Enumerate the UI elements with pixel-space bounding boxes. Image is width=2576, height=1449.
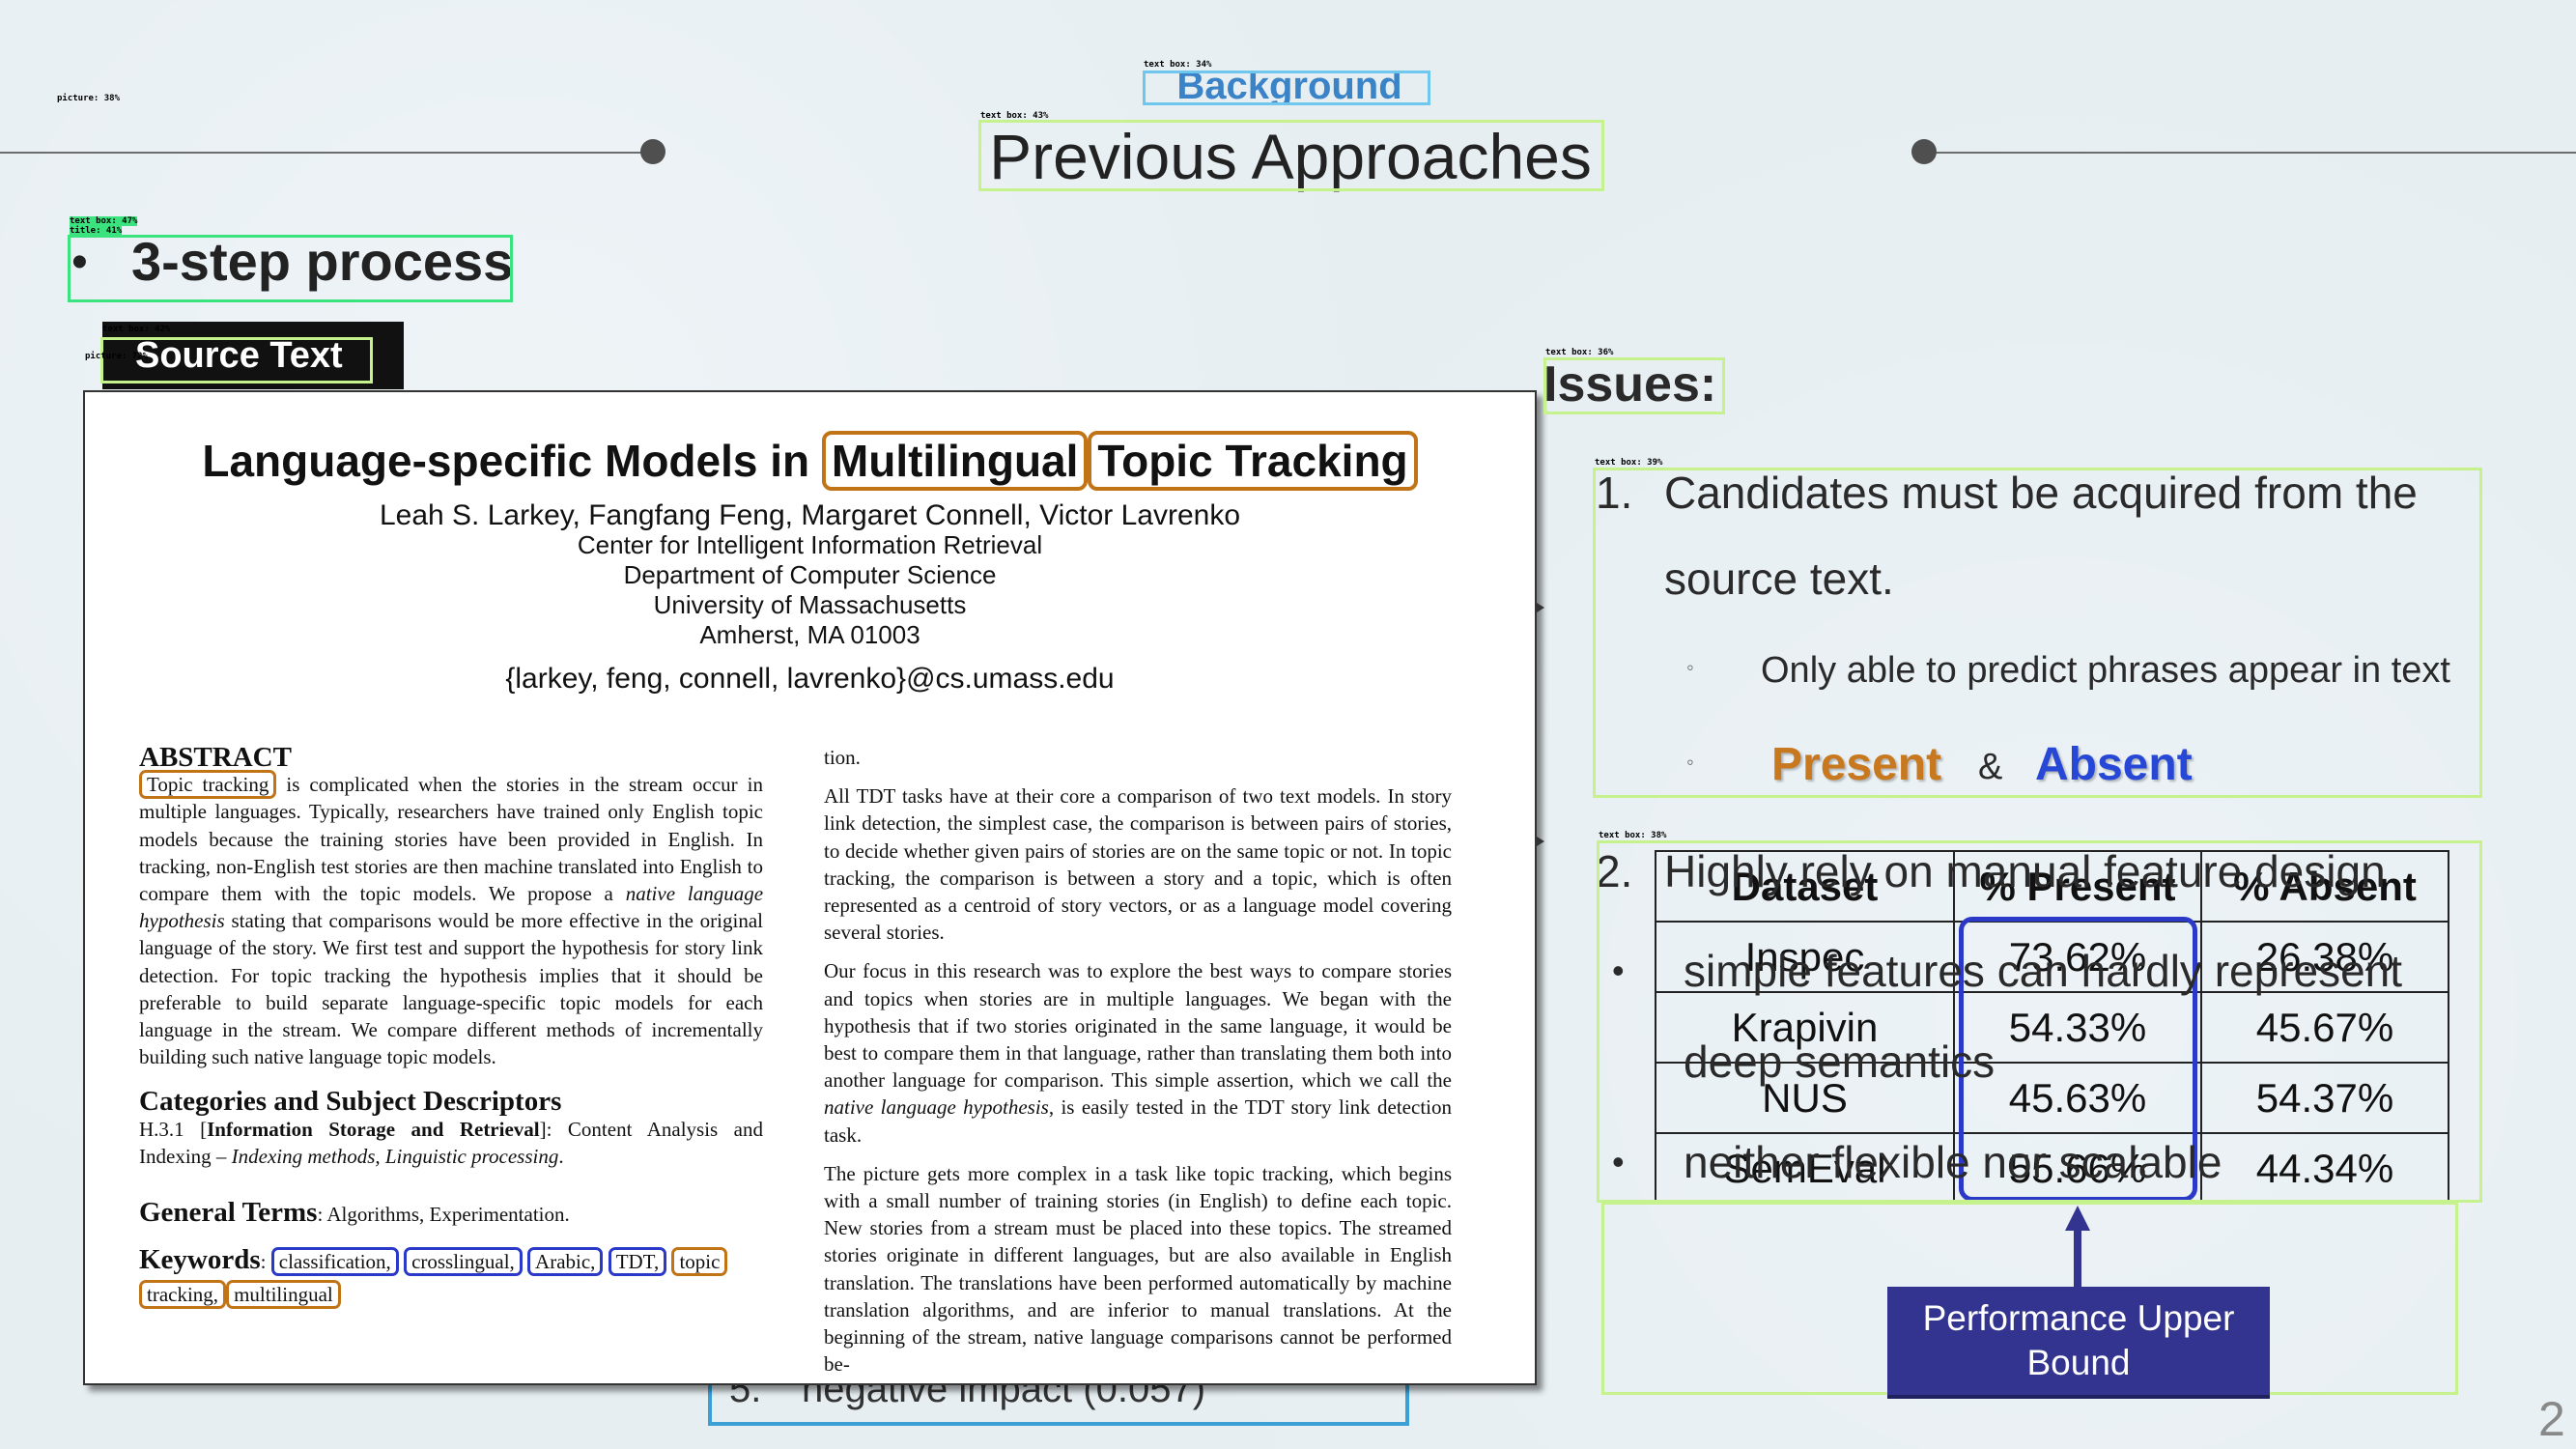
- table-header: % Present: [1953, 850, 2202, 923]
- detection-tag-issue-2: text box: 38%: [1599, 831, 1667, 840]
- issue-1-sub1: Only able to predict phrases appear in t…: [1761, 650, 2450, 691]
- connector-mark: [1537, 837, 1544, 846]
- issue-2-bullet-a-line2: deep semantics: [1684, 1037, 1996, 1087]
- detection-tag-section: text box: 34%: [1144, 60, 1212, 70]
- step-bullet: •: [71, 237, 88, 288]
- keyword-crosslingual: crosslingual,: [404, 1247, 523, 1277]
- detection-box-step: [68, 235, 513, 302]
- detection-box-issues: [1543, 357, 1725, 414]
- issue-1-sub2-bullet: ◦: [1686, 750, 1694, 774]
- detection-tag-title: text box: 43%: [980, 111, 1049, 121]
- issue-2-text: Highly rely on manual feature design: [1664, 846, 2386, 896]
- abstract-heading: ABSTRACT: [139, 742, 292, 773]
- issue-2-bullet-a-mark: •: [1612, 951, 1625, 990]
- absent-label: Absent: [2035, 739, 2193, 790]
- paper-left-column: ABSTRACT Topic tracking is complicated w…: [139, 742, 763, 1311]
- present-column-highlight: [1959, 917, 2197, 1202]
- callout-arrow-head: [2065, 1206, 2090, 1231]
- categories-body: H.3.1 [Information Storage and Retrieval…: [139, 1117, 763, 1168]
- present-label: Present: [1771, 739, 1942, 790]
- issue-1-sub1-bullet: ◦: [1686, 655, 1694, 679]
- issues-heading: Issues:: [1543, 356, 1717, 412]
- detection-tag-issues: text box: 36%: [1545, 348, 1614, 357]
- paper-title-keyword-multilingual: Multilingual: [821, 431, 1089, 491]
- paper-affiliation: University of Massachusetts: [653, 590, 967, 619]
- paper-affiliation: Department of Computer Science: [623, 560, 997, 589]
- paper-title: Language-specific Models in Multilingual…: [85, 431, 1535, 491]
- keyword-arabic: Arabic,: [527, 1247, 604, 1277]
- detection-tag-picture: picture: 38%: [57, 94, 121, 103]
- detection-tag-step-title: title: 41%: [70, 226, 123, 236]
- issue-1-line1: Candidates must be acquired from the: [1664, 468, 2418, 518]
- paper-title-keyword-topic-tracking: Topic Tracking: [1088, 431, 1418, 491]
- source-text-label-text: Source Text: [135, 335, 343, 376]
- callout-arrow-shaft: [2074, 1227, 2081, 1287]
- keyword-classification: classification,: [270, 1247, 399, 1277]
- detection-tag-step: text box: 47%: [70, 216, 138, 226]
- detection-box-issue-2: [1597, 840, 2482, 1203]
- paper-right-column: tion. All TDT tasks have at their core a…: [824, 746, 1452, 1377]
- issue-1-line2: source text.: [1664, 554, 1894, 604]
- paper-authors: Leah S. Larkey, Fangfang Feng, Margaret …: [379, 499, 1241, 531]
- detection-box-source: [100, 337, 373, 384]
- keyword-multilingual: multilingual: [226, 1280, 341, 1310]
- detection-box-section: [1143, 71, 1430, 105]
- paper-title-part: Language-specific Models in: [202, 436, 810, 486]
- paper-affiliation: Center for Intelligent Information Retri…: [577, 530, 1043, 559]
- table-header: Dataset: [1655, 850, 1955, 923]
- page-number: 2: [2538, 1392, 2565, 1446]
- paper-authors-block: Leah S. Larkey, Fangfang Feng, Margaret …: [85, 500, 1535, 650]
- header-rule-left: [0, 152, 653, 154]
- page-title: Previous Approaches: [989, 121, 1592, 192]
- detection-box-title: [978, 120, 1604, 191]
- keyword-tracking: tracking,: [139, 1280, 227, 1310]
- general-terms: General Terms: Algorithms, Experimentati…: [139, 1197, 570, 1229]
- performance-callout-text: Performance Upper Bound: [1922, 1298, 2235, 1382]
- header-rule-right-dot: [1911, 139, 1937, 164]
- connector-mark: [1537, 603, 1544, 612]
- issue-2-bullet-a-line1: simple features can hardly represent: [1684, 946, 2403, 996]
- detection-tag-issue-1: text box: 39%: [1595, 458, 1663, 468]
- abstract-body: Topic tracking is complicated when the s…: [139, 770, 763, 1070]
- paper-affiliation: Amherst, MA 01003: [699, 620, 920, 649]
- issue-2-number: 2.: [1596, 846, 1633, 896]
- categories-heading: Categories and Subject Descriptors: [139, 1086, 562, 1118]
- table-header: % Absent: [2200, 850, 2449, 923]
- issue-2-bullet-b: neither flexible nor scalable: [1684, 1137, 2222, 1187]
- detection-box-issue-1: [1593, 468, 2482, 798]
- header-rule-left-dot: [640, 139, 665, 164]
- detection-tag-picture2: picture: 72%: [85, 352, 149, 361]
- keyword-topic: topic: [671, 1247, 728, 1277]
- detection-tag-source: text box: 42%: [102, 325, 171, 334]
- issue-2-bullet-b-mark: •: [1612, 1142, 1625, 1181]
- ampersand: &: [1978, 747, 2003, 787]
- source-text-label: [102, 322, 404, 389]
- abstract-keyword: Topic tracking: [139, 770, 277, 800]
- header-rule-right: [1923, 152, 2576, 154]
- issue-1-number: 1.: [1596, 468, 1633, 518]
- keywords: Keywords: classification, crosslingual, …: [139, 1243, 763, 1311]
- paper-image: Language-specific Models in Multilingual…: [83, 390, 1537, 1385]
- paper-email: {larkey, feng, connell, lavrenko}@cs.uma…: [505, 663, 1115, 695]
- keyword-tdt: TDT,: [608, 1247, 667, 1277]
- performance-callout: Performance Upper Bound: [1887, 1287, 2270, 1399]
- step-text: 3-step process: [131, 231, 514, 292]
